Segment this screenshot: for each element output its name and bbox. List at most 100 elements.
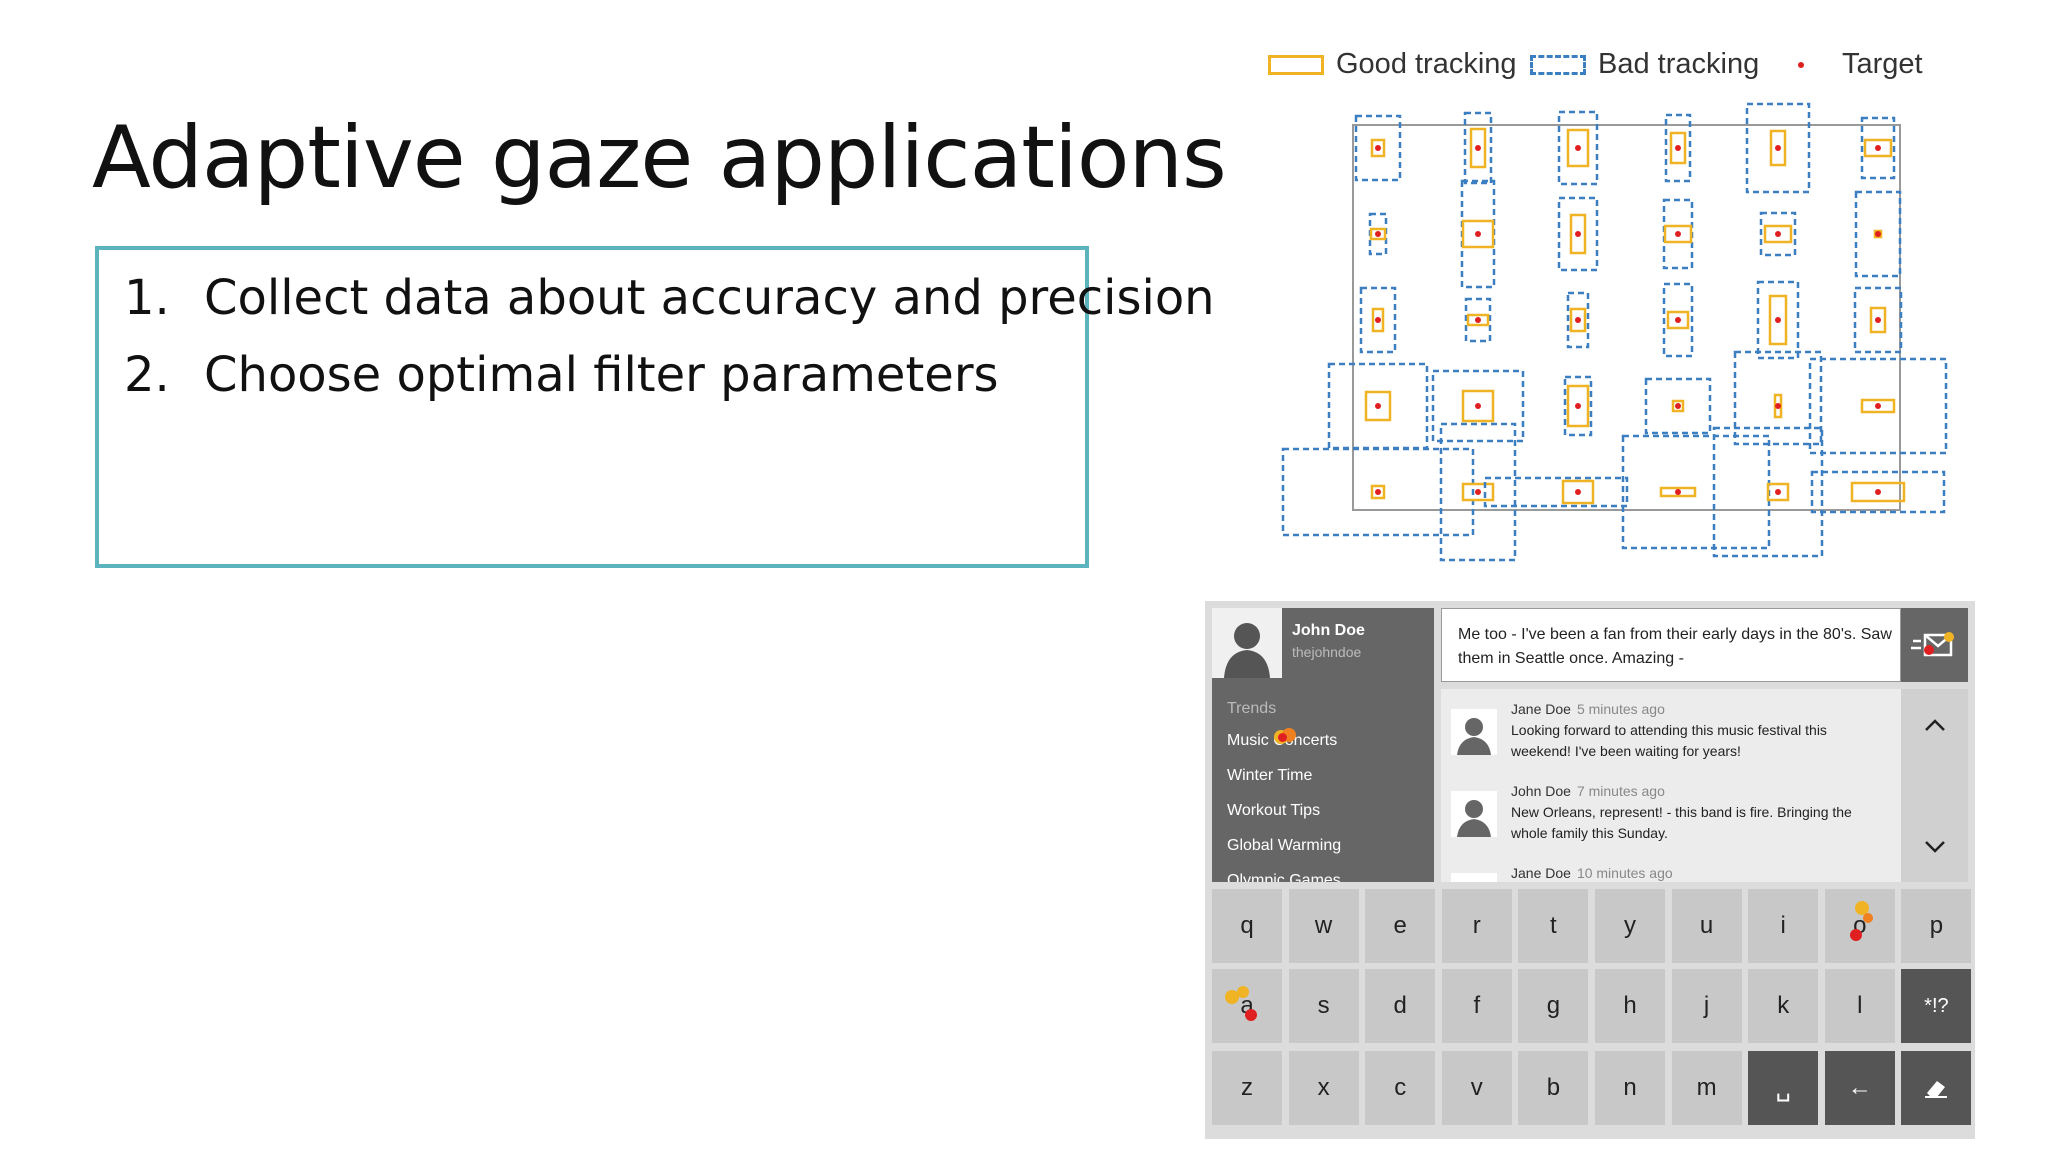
key-label: e: [1393, 912, 1407, 939]
key-v[interactable]: v: [1441, 1051, 1512, 1125]
key-x[interactable]: x: [1288, 1051, 1359, 1125]
chevron-up-icon: [1924, 719, 1945, 731]
key-f[interactable]: f: [1441, 969, 1512, 1043]
compose-text: Me too - I've been a fan from their earl…: [1458, 626, 1892, 667]
bad-tracking-box: [1733, 350, 1823, 446]
key-o[interactable]: o: [1824, 889, 1895, 963]
bad-tracking-box: [1566, 291, 1590, 349]
bad-tracking-box: [1808, 357, 1948, 455]
key-g[interactable]: g: [1518, 969, 1589, 1043]
key-w[interactable]: w: [1288, 889, 1359, 963]
key-label: m: [1696, 1074, 1717, 1101]
key-s[interactable]: s: [1288, 969, 1359, 1043]
post-time: 10 minutes ago: [1576, 865, 1673, 881]
key-b[interactable]: b: [1518, 1051, 1589, 1125]
key-l[interactable]: l: [1824, 969, 1895, 1043]
key-a[interactable]: a: [1212, 969, 1282, 1043]
target-dot: [1575, 145, 1581, 151]
target-dot: [1675, 317, 1681, 323]
key-j[interactable]: j: [1671, 969, 1742, 1043]
key-m[interactable]: m: [1671, 1051, 1742, 1125]
tracking-figure: [1281, 102, 1948, 562]
key-symbols[interactable]: *!?: [1901, 969, 1972, 1043]
good-tracking-box: [1850, 481, 1906, 503]
key-d[interactable]: d: [1365, 969, 1436, 1043]
trend-item[interactable]: Global Warming: [1227, 837, 1342, 854]
bad-tracking-box: [1439, 422, 1517, 562]
target-dot: [1875, 145, 1881, 151]
key-space[interactable]: ␣: [1748, 1051, 1819, 1125]
bad-tracking-box: [1557, 110, 1599, 186]
key-k[interactable]: k: [1748, 969, 1819, 1043]
key-c[interactable]: c: [1365, 1051, 1436, 1125]
key-n[interactable]: n: [1595, 1051, 1665, 1125]
bullet-number: 1.: [124, 270, 170, 326]
good-tracking-box: [1461, 389, 1495, 423]
gaze-trace: [1855, 901, 1869, 915]
legend-good-label: Good tracking: [1336, 48, 1517, 80]
user-handle: thejohndoe: [1292, 644, 1362, 660]
target-dot: [1875, 231, 1881, 237]
target-dot: [1775, 489, 1781, 495]
key-h[interactable]: h: [1595, 969, 1665, 1043]
target-dot: [1375, 317, 1381, 323]
key-y[interactable]: y: [1595, 889, 1665, 963]
bad-tracking-box: [1664, 113, 1692, 183]
bad-tracking-box: [1854, 190, 1902, 278]
good-swatch-icon: [1268, 54, 1324, 75]
bad-tracking-box: [1431, 369, 1525, 443]
trend-item[interactable]: Workout Tips: [1227, 802, 1321, 819]
key-e[interactable]: e: [1365, 889, 1436, 963]
trend-item[interactable]: Olympic Games: [1227, 872, 1341, 882]
chevron-down-icon: [1924, 841, 1945, 853]
key-p[interactable]: p: [1901, 889, 1972, 963]
target-dot: [1775, 231, 1781, 237]
target-dot-icon: [1798, 61, 1804, 68]
key-q[interactable]: q: [1212, 889, 1282, 963]
key-label: g: [1546, 992, 1561, 1019]
bullet-box: 1.Collect data about accuracy and precis…: [95, 246, 1215, 568]
send-button[interactable]: [1901, 608, 1968, 682]
key-r[interactable]: r: [1441, 889, 1512, 963]
key-label: x: [1317, 1074, 1330, 1101]
bad-tracking-box: [1463, 111, 1493, 185]
good-tracking-box: [1469, 127, 1487, 169]
trend-item[interactable]: Winter Time: [1227, 767, 1313, 784]
target-dot: [1575, 231, 1581, 237]
target-dot: [1675, 231, 1681, 237]
bad-tracking-box: [1644, 377, 1712, 435]
slide-title: Adaptive gaze applications: [92, 108, 1227, 208]
eraser-icon: [1925, 1081, 1948, 1098]
post-author-name: Jane Doe: [1511, 865, 1571, 881]
target-dot: [1475, 489, 1481, 495]
compose-field[interactable]: Me too - I've been a fan from their earl…: [1441, 608, 1901, 682]
target-dot: [1675, 403, 1681, 409]
good-tracking-box: [1766, 482, 1790, 502]
good-tracking-box: [1860, 398, 1896, 414]
key-z[interactable]: z: [1212, 1051, 1282, 1125]
list-item[interactable]: Jane Doe 10 minutes ago: [1441, 863, 1901, 882]
erase-key[interactable]: [1901, 1051, 1972, 1125]
good-tracking-box: [1869, 306, 1887, 334]
person-icon: [1457, 718, 1491, 755]
gaze-trace: [1863, 913, 1873, 923]
key-backspace[interactable]: ←: [1824, 1051, 1895, 1125]
key-i[interactable]: i: [1748, 889, 1819, 963]
legend-bad-label: Bad tracking: [1598, 48, 1760, 80]
scroll-up-button[interactable]: [1901, 695, 1968, 755]
scroll-down-button[interactable]: [1901, 817, 1968, 877]
key-t[interactable]: t: [1518, 889, 1589, 963]
gaze-point: [1278, 733, 1287, 742]
key-u[interactable]: u: [1671, 889, 1742, 963]
good-tracking-box: [1763, 224, 1793, 244]
bad-tracking-box: [1810, 470, 1946, 514]
key-label: z: [1241, 1074, 1253, 1101]
target-dot: [1375, 145, 1381, 151]
good-tracking-box: [1669, 131, 1687, 165]
post-author-name: Jane Doe: [1511, 701, 1571, 717]
target-dot: [1875, 317, 1881, 323]
